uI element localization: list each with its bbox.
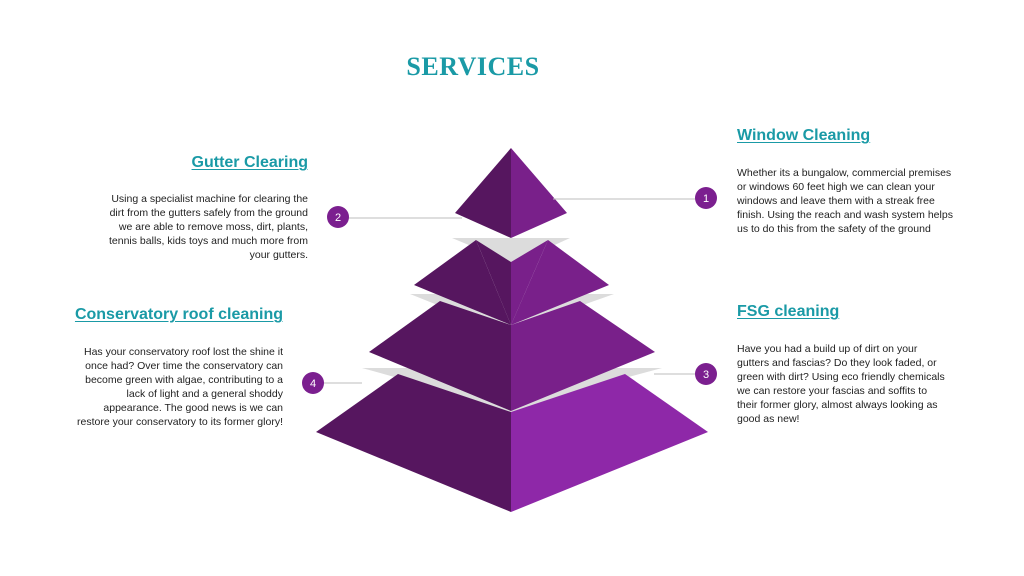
service-heading-conservatory-roof-cleaning: Conservatory roof cleaning — [74, 306, 283, 323]
pyramid-tier-4-left-face — [316, 374, 511, 512]
step-number-3: 3 — [703, 369, 709, 381]
pyramid-tier-2-right-top — [511, 240, 548, 325]
pyramid-tier-1-left-face — [455, 148, 511, 238]
step-number-2: 2 — [335, 212, 341, 224]
service-description-gutter-clearing: Using a specialist machine for clearing … — [109, 193, 308, 261]
step-number-4: 4 — [310, 378, 316, 390]
service-description-conservatory-roof-cleaning: Has your conservatory roof lost the shin… — [77, 346, 283, 428]
step-badge-4: 4 — [302, 372, 324, 394]
service-heading-gutter-clearing: Gutter Clearing — [191, 154, 308, 171]
service-description-window-cleaning: Whether its a bungalow, commercial premi… — [737, 167, 953, 235]
pyramid-tier-3-right-face — [511, 301, 655, 411]
page-title: SERVICES — [406, 52, 540, 81]
pyramid-tier-2-left-face — [414, 240, 511, 325]
pyramid-tier-3-left-face — [369, 301, 511, 411]
step-badge-3: 3 — [695, 363, 717, 385]
pyramid-tier-1-right-face — [511, 148, 567, 238]
service-description-fsg-cleaning: Have you had a build up of dirt on your … — [737, 343, 945, 425]
pyramid-tier-2-right-face — [511, 240, 609, 325]
step-badge-1: 1 — [695, 187, 717, 209]
step-badge-2: 2 — [327, 206, 349, 228]
service-heading-window-cleaning: Window Cleaning — [737, 127, 871, 144]
step-number-1: 1 — [703, 193, 709, 205]
pyramid-tier-4-right-face — [511, 374, 708, 512]
pyramid-tier-2-left-top — [476, 240, 511, 325]
service-heading-fsg-cleaning: FSG cleaning — [737, 303, 840, 320]
